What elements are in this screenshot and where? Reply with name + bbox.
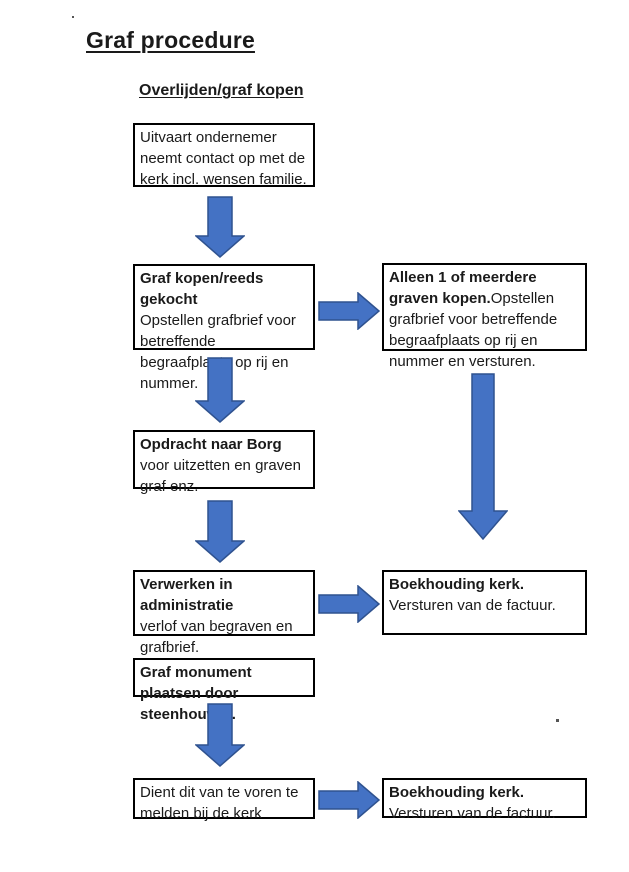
down-arrow-icon-3	[195, 500, 245, 563]
down-arrow-icon-2	[195, 357, 245, 423]
flow-box-text: Opstellen grafbrief voor betreffende beg…	[389, 290, 558, 370]
flow-box-text: Opstellen grafbrief voor betreffende beg…	[140, 312, 296, 392]
right-arrow-icon-3	[318, 781, 380, 819]
flow-box-opdracht-borg: Opdracht naar Borg voor uitzetten en gra…	[133, 430, 315, 495]
stray-mark-right	[556, 719, 559, 722]
flow-box-bold-text: Alleen 1 of meerdere graven kopen.	[389, 269, 537, 307]
flow-box-bold-text: Verwerken in administratie	[140, 576, 234, 614]
flow-box-text: Versturen van de factuur.	[389, 597, 556, 614]
down-arrow-icon-4	[195, 703, 245, 767]
flow-box-graf-monument: Graf monument plaatsen door steenhouwer.	[133, 658, 315, 723]
page-title: Graf procedure	[86, 27, 255, 53]
flow-box-text: Dient dit van te voren te melden bij de …	[140, 784, 299, 822]
flow-box-text: Versturen van de factuur.	[389, 805, 556, 822]
flow-box-boekhouding-kerk-1: Boekhouding kerk. Versturen van de factuu…	[382, 570, 587, 635]
flow-box-verwerken-administratie: Verwerken in administratie verlof van beg…	[133, 570, 315, 656]
flow-box-bold-text: Graf kopen/reeds gekocht	[140, 270, 264, 308]
flow-box-alleen-graven-kopen: Alleen 1 of meerdere graven kopen.Opstel…	[382, 263, 587, 370]
flow-box-melden-kerk: Dient dit van te voren te melden bij de …	[133, 778, 315, 822]
down-arrow-icon-1	[195, 196, 245, 258]
flow-box-boekhouding-kerk-2: Boekhouding kerk. Versturen van de factuu…	[382, 778, 587, 822]
right-arrow-icon-2	[318, 585, 380, 623]
flow-box-bold-text: Boekhouding kerk.	[389, 576, 525, 593]
flow-box-bold-text: Opdracht naar Borg	[140, 436, 282, 453]
right-arrow-icon-1	[318, 292, 380, 330]
flow-box-uitvaart-contact: Uitvaart ondernemer neemt contact op met…	[133, 123, 315, 188]
flow-box-text: Uitvaart ondernemer neemt contact op met…	[140, 129, 307, 188]
section-subtitle: Overlijden/graf kopen	[139, 82, 304, 99]
down-arrow-icon-long	[458, 373, 508, 540]
flow-box-text: voor uitzetten en graven graf enz.	[140, 457, 301, 495]
flow-box-text: verlof van begraven en grafbrief.	[140, 618, 293, 656]
stray-mark-top-left	[72, 16, 74, 18]
flow-box-bold-text: Boekhouding kerk.	[389, 784, 525, 801]
